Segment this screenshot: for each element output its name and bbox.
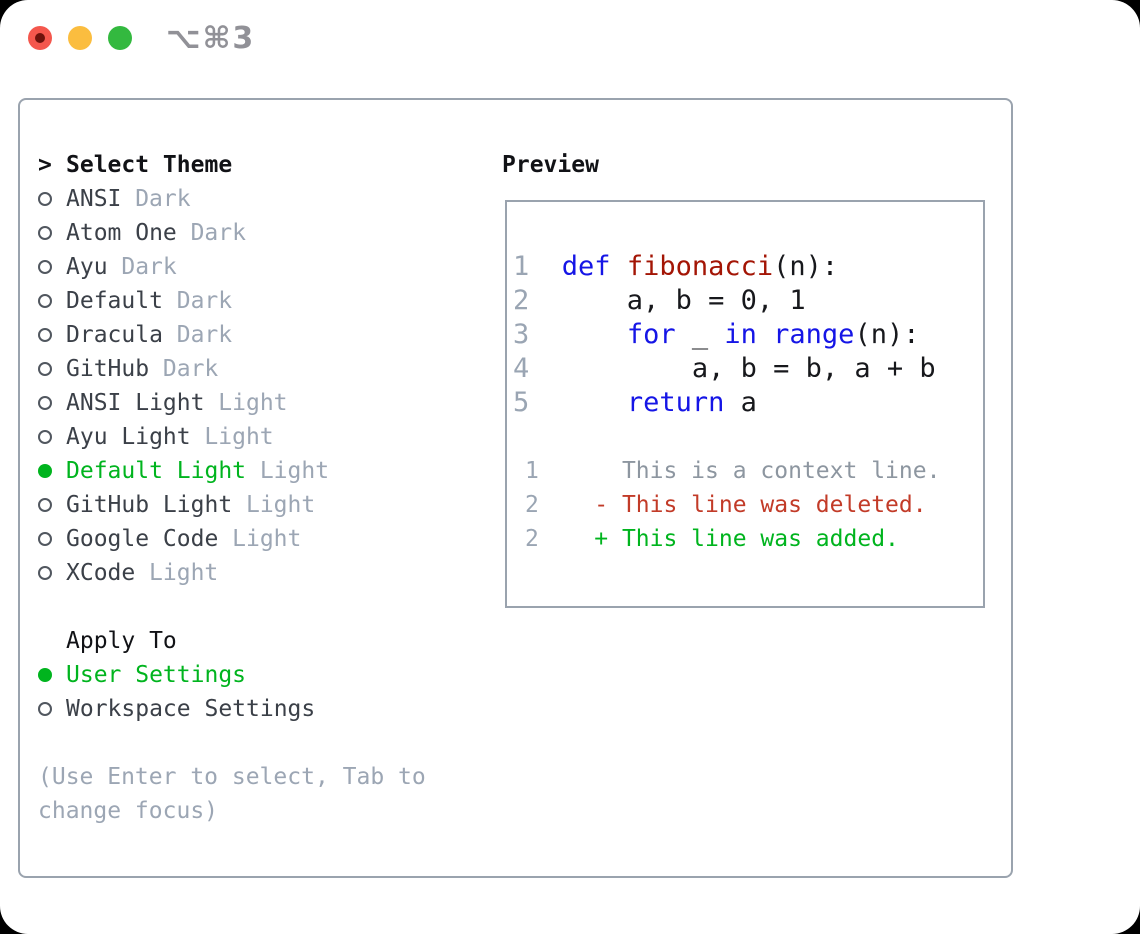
- theme-name: Dracula: [66, 322, 163, 348]
- diff-line-deleted: 2 - This line was deleted.: [525, 492, 927, 518]
- apply-option-label: User Settings: [66, 662, 247, 688]
- preview-title: Preview: [502, 152, 599, 178]
- apply-option-label: Workspace Settings: [66, 696, 316, 722]
- theme-name: Default: [66, 288, 163, 314]
- theme-option-ansi-light-light[interactable]: ANSI Light Light: [38, 386, 426, 420]
- radio-icon: [38, 294, 52, 308]
- maximize-button[interactable]: [108, 26, 132, 50]
- theme-name: Google Code: [66, 526, 219, 552]
- hint-text-line1: (Use Enter to select, Tab to: [38, 764, 426, 790]
- theme-option-dracula-dark[interactable]: Dracula Dark: [38, 318, 426, 352]
- radio-icon: [38, 396, 52, 410]
- line-number: 2: [525, 492, 539, 518]
- close-button[interactable]: [28, 26, 52, 50]
- radio-icon: [38, 532, 52, 546]
- keyboard-shortcut-label: ⌥⌘3: [166, 21, 256, 56]
- radio-selected-icon: [38, 668, 52, 682]
- diff-line-added: 2 + This line was added.: [525, 526, 899, 552]
- theme-name: ANSI: [66, 186, 122, 212]
- radio-icon: [38, 192, 52, 206]
- theme-name: GitHub: [66, 356, 150, 382]
- radio-icon: [38, 430, 52, 444]
- code-line: 4 a, b = b, a + b: [513, 353, 936, 384]
- theme-name: Atom One: [66, 220, 177, 246]
- theme-variant-badge: Light: [218, 390, 288, 416]
- spacer: [38, 590, 426, 624]
- line-number: 1: [513, 251, 562, 282]
- theme-option-default-light-light[interactable]: Default Light Light: [38, 454, 426, 488]
- code-line: 2 a, b = 0, 1: [513, 285, 806, 316]
- line-number: 1: [525, 458, 539, 484]
- section-title: Select Theme: [66, 152, 233, 178]
- minimize-button[interactable]: [68, 26, 92, 50]
- line-number: 4: [513, 353, 562, 384]
- theme-name: Ayu Light: [66, 424, 191, 450]
- theme-variant-badge: Dark: [135, 186, 191, 212]
- radio-selected-icon: [38, 464, 52, 478]
- theme-variant-badge: Light: [149, 560, 219, 586]
- theme-variant-badge: Dark: [190, 220, 246, 246]
- line-number: 3: [513, 319, 562, 350]
- theme-option-github-dark[interactable]: GitHub Dark: [38, 352, 426, 386]
- theme-name: ANSI Light: [66, 390, 205, 416]
- theme-variant-badge: Light: [245, 492, 316, 518]
- theme-option-xcode-light[interactable]: XCode Light: [38, 556, 426, 590]
- diff-sample: 1 This is a context line. 2 - This line w…: [507, 454, 983, 556]
- theme-variant-badge: Dark: [176, 288, 233, 314]
- hint-text-line2: change focus): [38, 798, 219, 824]
- radio-icon: [38, 226, 52, 240]
- radio-icon: [38, 498, 52, 512]
- line-number: 2: [525, 526, 539, 552]
- radio-icon: [38, 566, 52, 580]
- line-number: 5: [513, 387, 562, 418]
- theme-option-ayu-light-light[interactable]: Ayu Light Light: [38, 420, 426, 454]
- diff-line-context: 1 This is a context line.: [525, 458, 941, 484]
- theme-variant-badge: Light: [259, 458, 330, 484]
- spacer: [507, 420, 983, 454]
- theme-variant-badge: Dark: [176, 322, 233, 348]
- theme-name: Default Light: [66, 458, 247, 484]
- theme-variant-badge: Dark: [121, 254, 177, 280]
- theme-variant-badge: Dark: [162, 356, 219, 382]
- code-line: 5 return a: [513, 387, 757, 418]
- line-number: 2: [513, 285, 562, 316]
- apply-to-title: Apply To: [38, 624, 426, 658]
- theme-option-google-code-light[interactable]: Google Code Light: [38, 522, 426, 556]
- close-dot-icon: [35, 33, 45, 43]
- theme-option-atom-one-dark[interactable]: Atom One Dark: [38, 216, 426, 250]
- select-theme-title: > Select Theme: [38, 148, 426, 182]
- apply-option-user-settings[interactable]: User Settings: [38, 658, 426, 692]
- radio-icon: [38, 260, 52, 274]
- radio-icon: [38, 702, 52, 716]
- spacer: [38, 726, 426, 760]
- apply-option-workspace-settings[interactable]: Workspace Settings: [38, 692, 426, 726]
- radio-icon: [38, 362, 52, 376]
- theme-option-default-dark[interactable]: Default Dark: [38, 284, 426, 318]
- theme-option-github-light-light[interactable]: GitHub Light Light: [38, 488, 426, 522]
- theme-option-ayu-dark[interactable]: Ayu Dark: [38, 250, 426, 284]
- code-line: 3 for _ in range(n):: [513, 319, 920, 350]
- theme-name: GitHub Light: [66, 492, 233, 518]
- theme-variant-badge: Light: [232, 526, 302, 552]
- section-title: Apply To: [66, 628, 177, 654]
- focus-caret-icon: >: [38, 152, 52, 178]
- theme-name: Ayu: [66, 254, 108, 280]
- code-line: 1 def fibonacci(n):: [513, 251, 839, 282]
- radio-icon: [38, 328, 52, 342]
- theme-name: XCode: [66, 560, 136, 586]
- theme-variant-badge: Light: [204, 424, 274, 450]
- theme-option-ansi-dark[interactable]: ANSI Dark: [38, 182, 426, 216]
